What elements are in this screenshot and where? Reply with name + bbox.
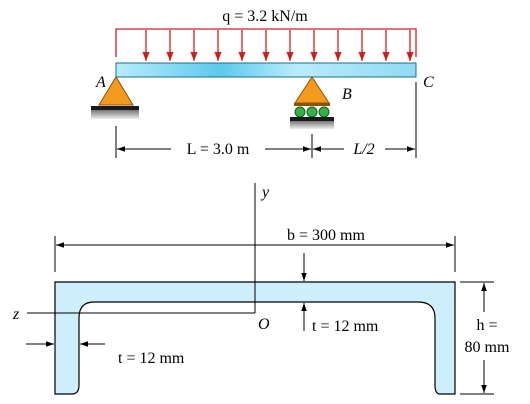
- roller-wheel: [306, 106, 318, 118]
- roller-wheel: [294, 106, 306, 118]
- height-label-line1: h =: [476, 317, 497, 334]
- beam: [115, 62, 417, 78]
- web-thickness-dimension: t = 12 mm: [26, 341, 185, 367]
- height-label-line2: 80 mm: [465, 339, 510, 356]
- width-dimension: b = 300 mm: [54, 227, 456, 272]
- width-label: b = 300 mm: [287, 227, 365, 244]
- span-l2-text: L/2: [352, 141, 374, 158]
- distributed-load: q = 3.2 kN/m: [115, 8, 417, 61]
- span-l2-label: L/2: [352, 141, 374, 158]
- flange-thickness-dimension: t = 12 mm: [301, 253, 379, 335]
- roller-wheel: [318, 106, 330, 118]
- point-a-label: A: [95, 74, 106, 91]
- web-thickness-label: t = 12 mm: [118, 350, 185, 367]
- load-label: q = 3.2 kN/m: [222, 8, 308, 25]
- section-shape: [54, 281, 456, 395]
- load-frame: [115, 28, 417, 57]
- point-b-label: B: [342, 86, 352, 103]
- channel-section: [54, 281, 456, 395]
- span-dimensions: L = 3.0 m L/2: [115, 82, 417, 158]
- flange-thickness-label: t = 12 mm: [312, 318, 379, 335]
- roller-support-b: [290, 76, 334, 129]
- pin-support-a: [91, 76, 139, 119]
- section-axes: y z O: [12, 183, 270, 333]
- span-l-label: L = 3.0 m: [187, 141, 250, 158]
- point-c-label: C: [423, 74, 434, 91]
- height-dimension: h = 80 mm: [460, 281, 510, 395]
- load-arrows: [142, 30, 414, 61]
- z-axis-label: z: [12, 306, 20, 323]
- y-axis-label: y: [260, 184, 270, 201]
- origin-label: O: [258, 316, 270, 333]
